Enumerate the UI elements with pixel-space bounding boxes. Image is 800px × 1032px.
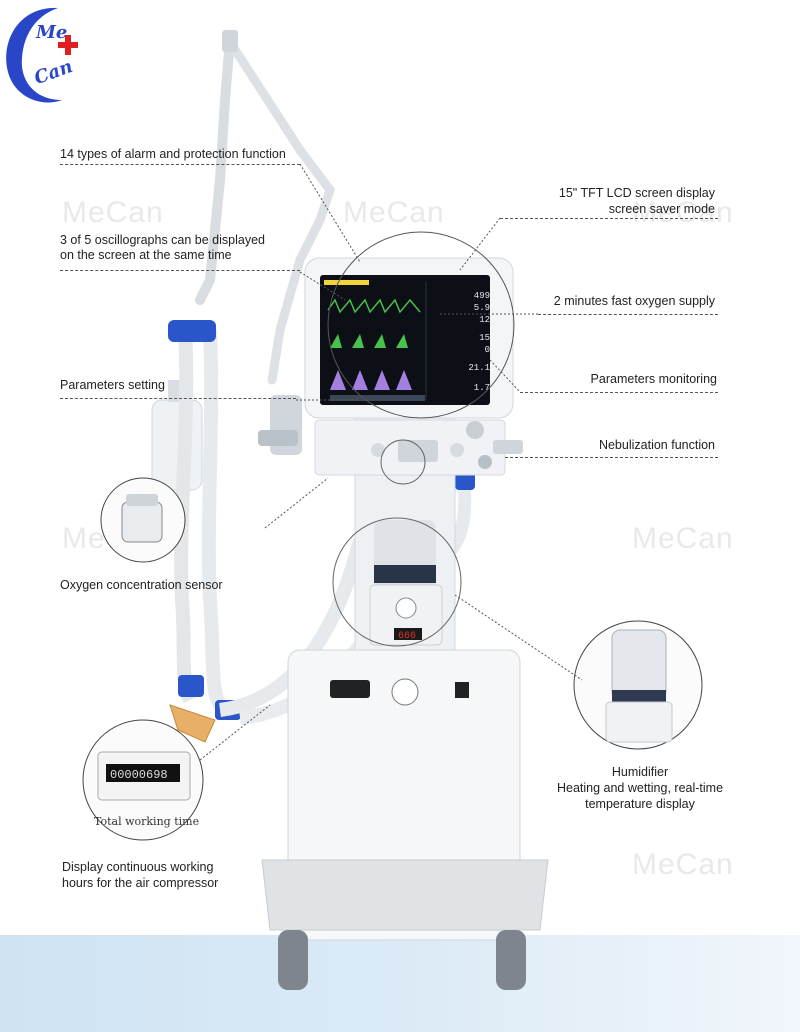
label-oxygen-supply: 2 minutes fast oxygen supply (553, 294, 715, 308)
label-working-hours-line2: hours for the air compressor (62, 876, 219, 890)
counter-digits: 00000698 (110, 768, 168, 782)
leader-line (500, 218, 718, 219)
watermark: MeCan (62, 196, 164, 229)
mecan-logo: Me Can (0, 0, 95, 110)
label-screen-line2: screen saver mode (608, 202, 715, 216)
leader-line (538, 314, 718, 315)
humidifier-readout: 666 (398, 631, 416, 642)
screen-value: 15 (479, 333, 490, 343)
watermark: MeCan (632, 522, 734, 555)
screen-zoom-ring (327, 231, 515, 419)
leader-line (60, 270, 300, 271)
logo-text-top: Me (36, 22, 68, 43)
screen-value: 21.1 (468, 363, 490, 373)
leader-line (505, 457, 718, 458)
label-working-hours-line1: Display continuous working (62, 860, 214, 874)
label-humidifier-line2: temperature display (585, 797, 695, 811)
screen-value: 12 (479, 315, 490, 325)
screen-values: 499 5.9 12 15 0 21.1 1.7 (430, 290, 490, 394)
label-oxygen-sensor: Oxygen concentration sensor (60, 578, 223, 592)
label-humidifier-line1: Heating and wetting, real-time (556, 781, 724, 795)
leader-line (60, 398, 296, 399)
leader-line (520, 392, 718, 393)
total-working-time-caption: Total working time (94, 815, 200, 828)
label-oscillographs-line2: on the screen at the same time (60, 248, 232, 262)
watermark: MeCan (343, 196, 445, 229)
watermark: MeCan (632, 848, 734, 881)
label-oscillographs-line1: 3 of 5 oscillographs can be displayed (60, 233, 265, 247)
label-parameters-monitoring: Parameters monitoring (590, 372, 717, 386)
label-screen-line1: 15" TFT LCD screen display (558, 186, 715, 200)
label-alarm: 14 types of alarm and protection functio… (60, 147, 286, 161)
watermark: MeCan (632, 196, 734, 229)
logo-swoosh-icon (6, 7, 78, 103)
humidifier-zoom-ring (332, 517, 462, 647)
screen-value: 1.7 (473, 383, 490, 393)
bottom-band (0, 935, 800, 1032)
screen-value: 0 (484, 345, 490, 355)
leader-line (60, 164, 300, 165)
label-nebulization: Nebulization function (598, 438, 715, 452)
label-humidifier-title: Humidifier (611, 765, 669, 779)
screen-value: 499 (473, 291, 490, 301)
label-parameters-setting: Parameters setting (60, 378, 165, 392)
screen-value: 5.9 (473, 303, 490, 313)
